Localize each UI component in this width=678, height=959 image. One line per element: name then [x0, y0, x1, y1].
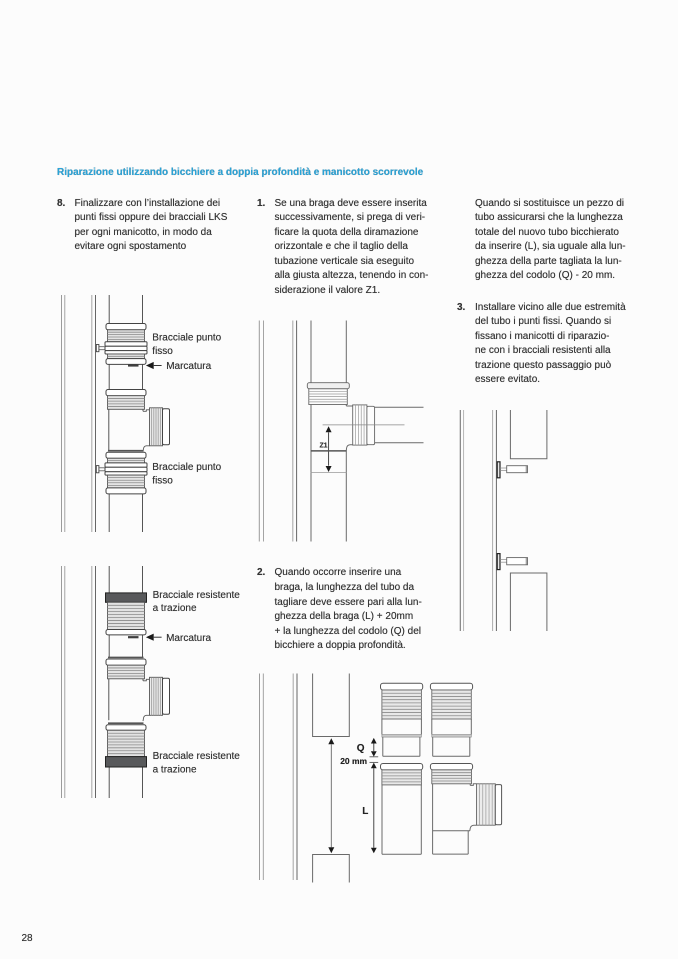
svg-text:L: L: [362, 806, 368, 817]
svg-text:Bracciale resistente: Bracciale resistente: [153, 590, 241, 601]
svg-text:Marcatura: Marcatura: [166, 361, 211, 372]
svg-text:Bracciale punto: Bracciale punto: [152, 462, 221, 473]
svg-text:a trazione: a trazione: [153, 603, 197, 614]
svg-text:Q: Q: [357, 743, 365, 754]
svg-text:Bracciale resistente: Bracciale resistente: [153, 751, 241, 762]
svg-text:20 mm: 20 mm: [340, 756, 367, 766]
svg-text:Bracciale punto: Bracciale punto: [152, 333, 221, 344]
svg-text:fisso: fisso: [152, 346, 173, 357]
svg-text:Marcatura: Marcatura: [166, 633, 211, 644]
svg-text:Z1: Z1: [320, 443, 328, 450]
svg-text:a trazione: a trazione: [153, 765, 197, 776]
svg-text:fisso: fisso: [152, 475, 173, 486]
